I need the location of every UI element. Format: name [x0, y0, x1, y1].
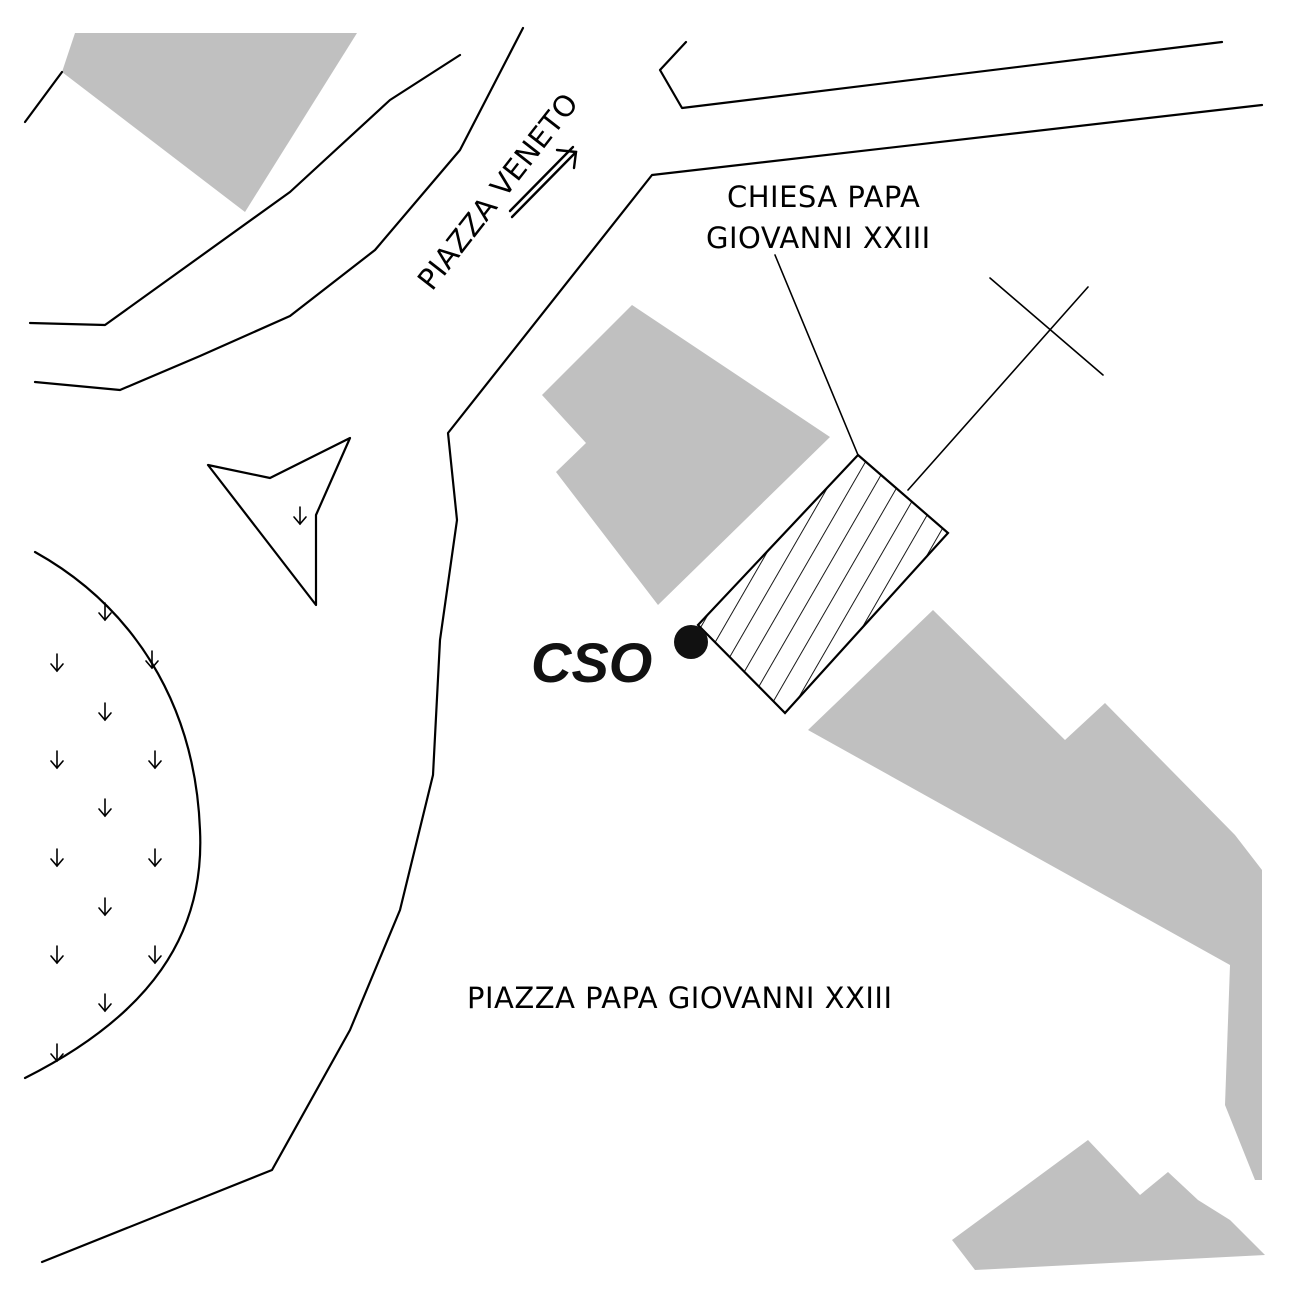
- street-lines: [23, 26, 1264, 1264]
- tree-icon: [50, 653, 64, 673]
- buildings: [62, 33, 1265, 1270]
- tree-icon: [145, 650, 159, 670]
- tree-icon: [50, 945, 64, 965]
- label-cso: CSO: [531, 631, 652, 694]
- road-upper-left-edge: [23, 70, 64, 124]
- tree-icon: [98, 602, 112, 622]
- tree-icon: [98, 798, 112, 818]
- tree-icon: [98, 993, 112, 1013]
- cso-marker: [674, 625, 708, 659]
- label-piazza-papa-giovanni: PIAZZA PAPA GIOVANNI XXIII: [467, 981, 893, 1015]
- tree-icon: [98, 702, 112, 722]
- tree-icon: [293, 506, 307, 526]
- tree-icon: [148, 945, 162, 965]
- tree-symbols: [50, 506, 307, 1063]
- church-leader-line: [774, 254, 859, 456]
- road-top-left-curve: [28, 53, 462, 327]
- building-center: [542, 305, 830, 605]
- tree-icon: [98, 897, 112, 917]
- cross-line-long: [907, 286, 1089, 491]
- tree-icon: [50, 848, 64, 868]
- road-left-curve: [33, 26, 525, 392]
- tree-icon: [148, 848, 162, 868]
- church-building-hatched: [696, 453, 950, 715]
- building-large-right: [808, 610, 1262, 1180]
- tree-icon: [148, 750, 162, 770]
- roundabout-edge: [23, 550, 202, 1080]
- road-top-right-building-edge: [658, 40, 1224, 110]
- label-piazza-veneto: PIAZZA VENETO: [411, 86, 585, 296]
- cross-line-short: [989, 277, 1104, 376]
- direction-arrow-icon: [508, 145, 578, 219]
- label-chiesa-line1: CHIESA PAPA: [727, 180, 920, 214]
- tree-icon: [50, 750, 64, 770]
- traffic-island: [206, 436, 352, 607]
- building-bottom-right: [952, 1140, 1265, 1270]
- building-top-left: [62, 33, 357, 212]
- road-upper-edge: [40, 103, 1264, 1264]
- label-chiesa-line2: GIOVANNI XXIII: [706, 221, 931, 255]
- tree-icon: [50, 1043, 64, 1063]
